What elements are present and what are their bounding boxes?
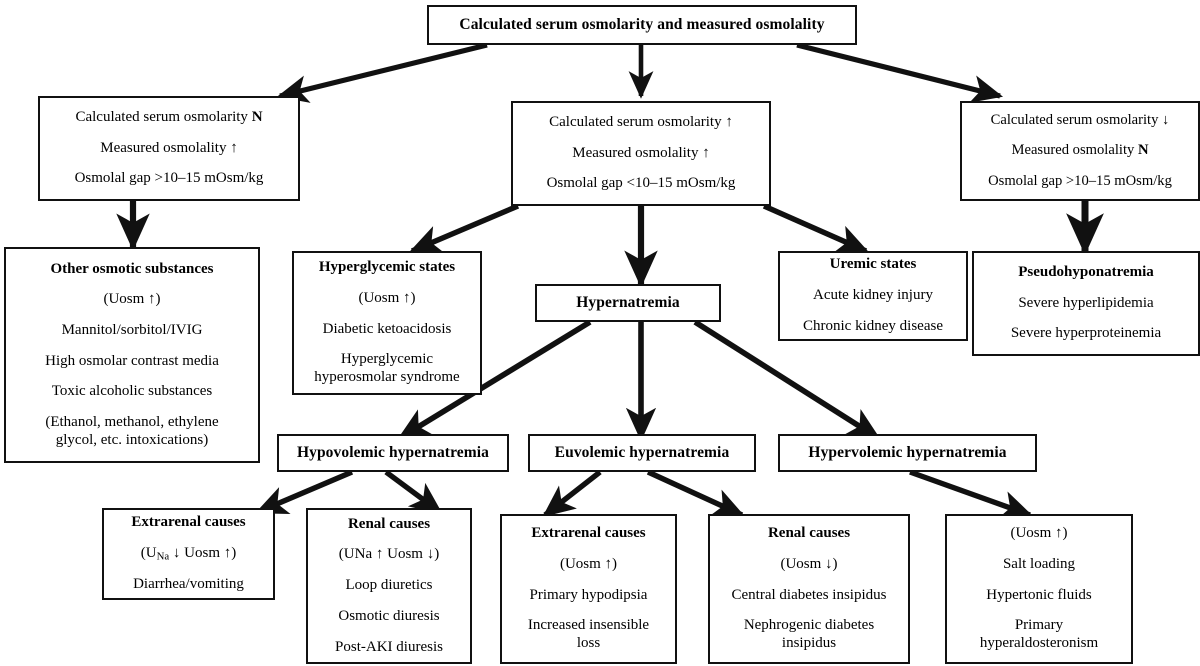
eu-renal-line-0: Central diabetes insipidus bbox=[731, 586, 887, 603]
calc-high-line2: Measured osmolality ↑ bbox=[572, 144, 710, 161]
node-calc-normal[interactable]: Calculated serum osmolarity N Measured o… bbox=[38, 96, 300, 201]
node-root-label: Calculated serum osmolarity and measured… bbox=[459, 15, 825, 33]
edge-hypovolemic-to-extrarenal bbox=[255, 469, 354, 515]
other-osmotic-line-2: High osmolar contrast media bbox=[45, 352, 219, 369]
edge-euvolemic-to-extrarenal bbox=[542, 469, 602, 518]
hyperglycemic-line-0: (Uosm ↑) bbox=[358, 289, 416, 306]
node-hypovolemic-renal-causes[interactable]: Renal causes (UNa ↑ Uosm ↓) Loop diureti… bbox=[306, 508, 472, 664]
node-root[interactable]: Calculated serum osmolarity and measured… bbox=[427, 5, 857, 45]
hyperglycemic-line-2: Hyperglycemic hyperosmolar syndrome bbox=[314, 351, 460, 386]
hyper-causes-line-2: Primary hyperaldosteronism bbox=[979, 617, 1099, 652]
node-hypernatremia[interactable]: Hypernatremia bbox=[535, 284, 721, 322]
edge-center-to-hyperglycemic bbox=[409, 203, 520, 254]
eu-extrarenal-title: Extrarenal causes bbox=[531, 525, 646, 542]
calc-high-line3: Osmolal gap <10–15 mOsm/kg bbox=[546, 175, 736, 192]
hypo-renal-title: Renal causes bbox=[347, 515, 431, 532]
calc-low-line1: Calculated serum osmolarity ↓ bbox=[990, 112, 1170, 129]
node-pseudohyponatremia[interactable]: Pseudohyponatremia Severe hyperlipidemia… bbox=[972, 251, 1200, 356]
hypo-extrarenal-line-0: Diarrhea/vomiting bbox=[133, 576, 244, 593]
hyperglycemic-line-1: Diabetic ketoacidosis bbox=[322, 320, 452, 337]
node-hypervolemic-hypernatremia[interactable]: Hypervolemic hypernatremia bbox=[778, 434, 1037, 472]
eu-renal-title: Renal causes bbox=[767, 525, 851, 542]
uremic-line-1: Chronic kidney disease bbox=[803, 317, 943, 334]
node-euvolemic-hypernatremia[interactable]: Euvolemic hypernatremia bbox=[528, 434, 756, 472]
edge-euvolemic-to-renal bbox=[646, 469, 745, 518]
calc-normal-line3: Osmolal gap >10–15 mOsm/kg bbox=[74, 170, 264, 187]
hyperglycemic-title: Hyperglycemic states bbox=[318, 259, 456, 276]
pseudohyponatremia-line-1: Severe hyperproteinemia bbox=[1010, 325, 1162, 342]
pseudohyponatremia-title: Pseudohyponatremia bbox=[1018, 263, 1154, 280]
hypo-renal-line-2: Post-AKI diuresis bbox=[335, 638, 443, 655]
other-osmotic-line-3: Toxic alcoholic substances bbox=[51, 383, 213, 400]
eu-extrarenal-line-0: Primary hypodipsia bbox=[529, 586, 648, 603]
eu-renal-line-1: Nephrogenic diabetes insipidus bbox=[743, 617, 875, 652]
node-euvolemic-extrarenal-causes[interactable]: Extrarenal causes (Uosm ↑) Primary hypod… bbox=[500, 514, 677, 664]
hypo-renal-line-0: Loop diuretics bbox=[345, 577, 433, 594]
node-hyperglycemic-states[interactable]: Hyperglycemic states (Uosm ↑) Diabetic k… bbox=[292, 251, 482, 395]
node-other-osmotic-substances[interactable]: Other osmotic substances (Uosm ↑) Mannit… bbox=[4, 247, 260, 463]
calc-low-line3: Osmolal gap >10–15 mOsm/kg bbox=[988, 172, 1172, 189]
euvolemic-title: Euvolemic hypernatremia bbox=[554, 443, 730, 461]
edge-root-to-left bbox=[276, 42, 488, 103]
calc-high-line1: Calculated serum osmolarity ↑ bbox=[549, 113, 733, 130]
calc-normal-line1: Calculated serum osmolarity N bbox=[75, 108, 263, 125]
other-osmotic-line-0: (Uosm ↑) bbox=[103, 291, 161, 308]
node-calc-low[interactable]: Calculated serum osmolarity ↓ Measured o… bbox=[960, 101, 1200, 201]
eu-extrarenal-line-1: Increased insensible loss bbox=[527, 617, 650, 652]
pseudohyponatremia-line-0: Severe hyperlipidemia bbox=[1018, 294, 1154, 311]
node-uremic-states[interactable]: Uremic states Acute kidney injury Chroni… bbox=[778, 251, 968, 341]
hypovolemic-title: Hypovolemic hypernatremia bbox=[296, 443, 490, 461]
hypo-extrarenal-marker: (UNa ↓ Uosm ↑) bbox=[140, 544, 237, 563]
hypervolemic-title: Hypervolemic hypernatremia bbox=[808, 443, 1007, 461]
eu-renal-marker: (Uosm ↓) bbox=[780, 555, 838, 572]
edge-hypervolemic-to-causes bbox=[909, 469, 1034, 519]
uremic-line-0: Acute kidney injury bbox=[813, 287, 933, 304]
calc-low-line2: Measured osmolality N bbox=[1011, 142, 1149, 159]
other-osmotic-line-4: (Ethanol, methanol, ethylene glycol, etc… bbox=[45, 414, 219, 448]
node-calc-high[interactable]: Calculated serum osmolarity ↑ Measured o… bbox=[511, 101, 771, 206]
eu-extrarenal-marker: (Uosm ↑) bbox=[559, 555, 618, 572]
node-hypovolemic-hypernatremia[interactable]: Hypovolemic hypernatremia bbox=[277, 434, 509, 472]
node-euvolemic-renal-causes[interactable]: Renal causes (Uosm ↓) Central diabetes i… bbox=[708, 514, 910, 664]
node-hypervolemic-causes[interactable]: (Uosm ↑) Salt loading Hypertonic fluids … bbox=[945, 514, 1133, 664]
hyper-causes-line-1: Hypertonic fluids bbox=[986, 586, 1092, 603]
edge-root-to-right bbox=[796, 42, 1004, 103]
hypo-renal-marker: (UNa ↑ Uosm ↓) bbox=[338, 546, 440, 563]
hypernatremia-title: Hypernatremia bbox=[576, 293, 680, 311]
edge-hypovolemic-to-renal bbox=[384, 469, 443, 515]
other-osmotic-line-1: Mannitol/sorbitol/IVIG bbox=[61, 321, 203, 338]
uremic-title: Uremic states bbox=[829, 256, 917, 273]
hyper-causes-marker: (Uosm ↑) bbox=[1010, 525, 1068, 542]
hypo-renal-line-1: Osmotic diuresis bbox=[338, 607, 440, 624]
other-osmotic-title: Other osmotic substances bbox=[50, 260, 214, 277]
hyper-causes-line-0: Salt loading bbox=[1002, 555, 1076, 572]
hypo-extrarenal-title: Extrarenal causes bbox=[131, 514, 246, 531]
node-hypovolemic-extrarenal-causes[interactable]: Extrarenal causes (UNa ↓ Uosm ↑) Diarrhe… bbox=[102, 508, 275, 600]
edge-center-to-uremic bbox=[762, 203, 869, 254]
calc-normal-line2: Measured osmolality ↑ bbox=[100, 139, 238, 156]
